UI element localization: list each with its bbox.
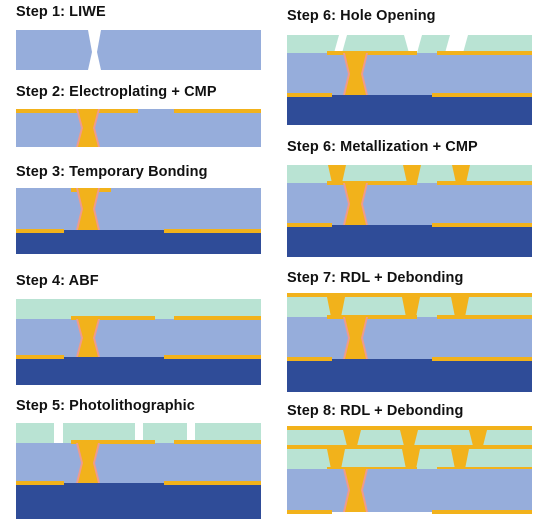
bottom-pad-right [164,481,261,485]
bottom-pad-left [16,355,64,359]
copper-via [78,443,98,483]
copper-via [78,188,98,230]
glass-substrate [16,443,261,483]
lower-via-1 [327,449,345,469]
glass-substrate [287,317,532,359]
carrier-wafer [287,225,532,257]
top-pad-left [71,440,155,444]
bottom-pad-left [287,93,332,97]
step-1-title: Step 1: LIWE [16,4,106,20]
filled-via-3 [451,297,469,317]
top-pad-right [174,109,261,113]
step-3-cross-section [16,188,261,254]
step-1-cross-section [16,30,261,70]
step-2-title: Step 2: Electroplating + CMP [16,84,217,100]
upper-via-3 [469,430,487,446]
glass-substrate [16,109,261,147]
copper-via [345,183,366,225]
glass-substrate [287,53,532,95]
glass-substrate [287,469,532,512]
step-6-cross-section [287,35,532,125]
copper-via [78,319,98,357]
photoresist-right [195,423,261,443]
lower-via-2 [402,449,420,469]
step-7-cross-section [287,293,532,392]
bottom-pad-left [287,223,332,227]
dielectric-segment-1 [287,35,339,53]
bottom-pad-right [164,355,261,359]
filled-via-1 [328,165,346,183]
step-8-title: Step 8: RDL + Debonding [287,403,464,419]
glass-substrate [16,188,261,230]
step-7-title: Step 7: RDL + Debonding [287,270,464,286]
step-6b-cross-section [287,165,532,257]
rdl-trace-middle [287,445,532,449]
step-4-cross-section [16,299,261,385]
dielectric-segment-4 [463,35,532,53]
dielectric-segment-2 [342,35,409,53]
bottom-pad-left [287,510,332,514]
top-pad-right [437,181,532,185]
rdl-trace [287,293,532,297]
abf-dielectric [16,299,261,319]
glass-substrate [287,183,532,225]
bottom-pad-right [432,357,532,361]
bottom-pad-right [432,510,532,514]
bottom-pad-right [432,223,532,227]
copper-via [78,109,98,147]
top-pad-right [437,315,532,319]
bottom-pad-left [16,481,64,485]
filled-via-1 [327,297,345,317]
top-pad-left [327,51,417,55]
carrier-wafer [16,230,261,254]
lower-via-3 [451,449,469,469]
top-pad-left [71,316,155,320]
upper-via-2 [400,430,418,446]
bottom-pad-left [16,229,64,233]
bottom-pad-right [432,93,532,97]
copper-via [345,53,366,95]
top-pad-left [327,181,417,185]
top-pad-right [437,51,532,55]
dielectric-segment-3 [417,35,450,53]
step-5-title: Step 5: Photolithographic [16,398,195,414]
bottom-pad-right [164,229,261,233]
step-6-title: Step 6: Hole Opening [287,8,436,24]
glass-substrate-right [97,30,261,70]
photoresist-mid-right [143,423,187,443]
step-6b-title: Step 6: Metallization + CMP [287,139,478,155]
top-pad-left [327,315,417,319]
photoresist-left [16,423,54,443]
top-pad-right [174,440,261,444]
carrier-wafer [287,95,532,125]
carrier-wafer [287,359,532,392]
filled-via-3 [452,165,470,183]
step-4-title: Step 4: ABF [16,273,99,289]
glass-substrate-left [16,30,92,70]
upper-via-1 [343,430,361,446]
copper-via [345,469,366,512]
step-8-cross-section [287,426,532,514]
filled-via-2 [402,297,420,317]
copper-via [345,317,366,359]
top-pad-right [174,316,261,320]
step-2-cross-section [16,109,261,147]
step-5-cross-section [16,423,261,519]
bottom-pad-left [287,357,332,361]
carrier-wafer [16,357,261,385]
step-3-title: Step 3: Temporary Bonding [16,164,208,180]
carrier-wafer [16,483,261,519]
rdl-trace-top [287,426,532,430]
glass-substrate [16,319,261,357]
filled-via-2 [403,165,421,183]
photoresist-mid-left [63,423,135,443]
